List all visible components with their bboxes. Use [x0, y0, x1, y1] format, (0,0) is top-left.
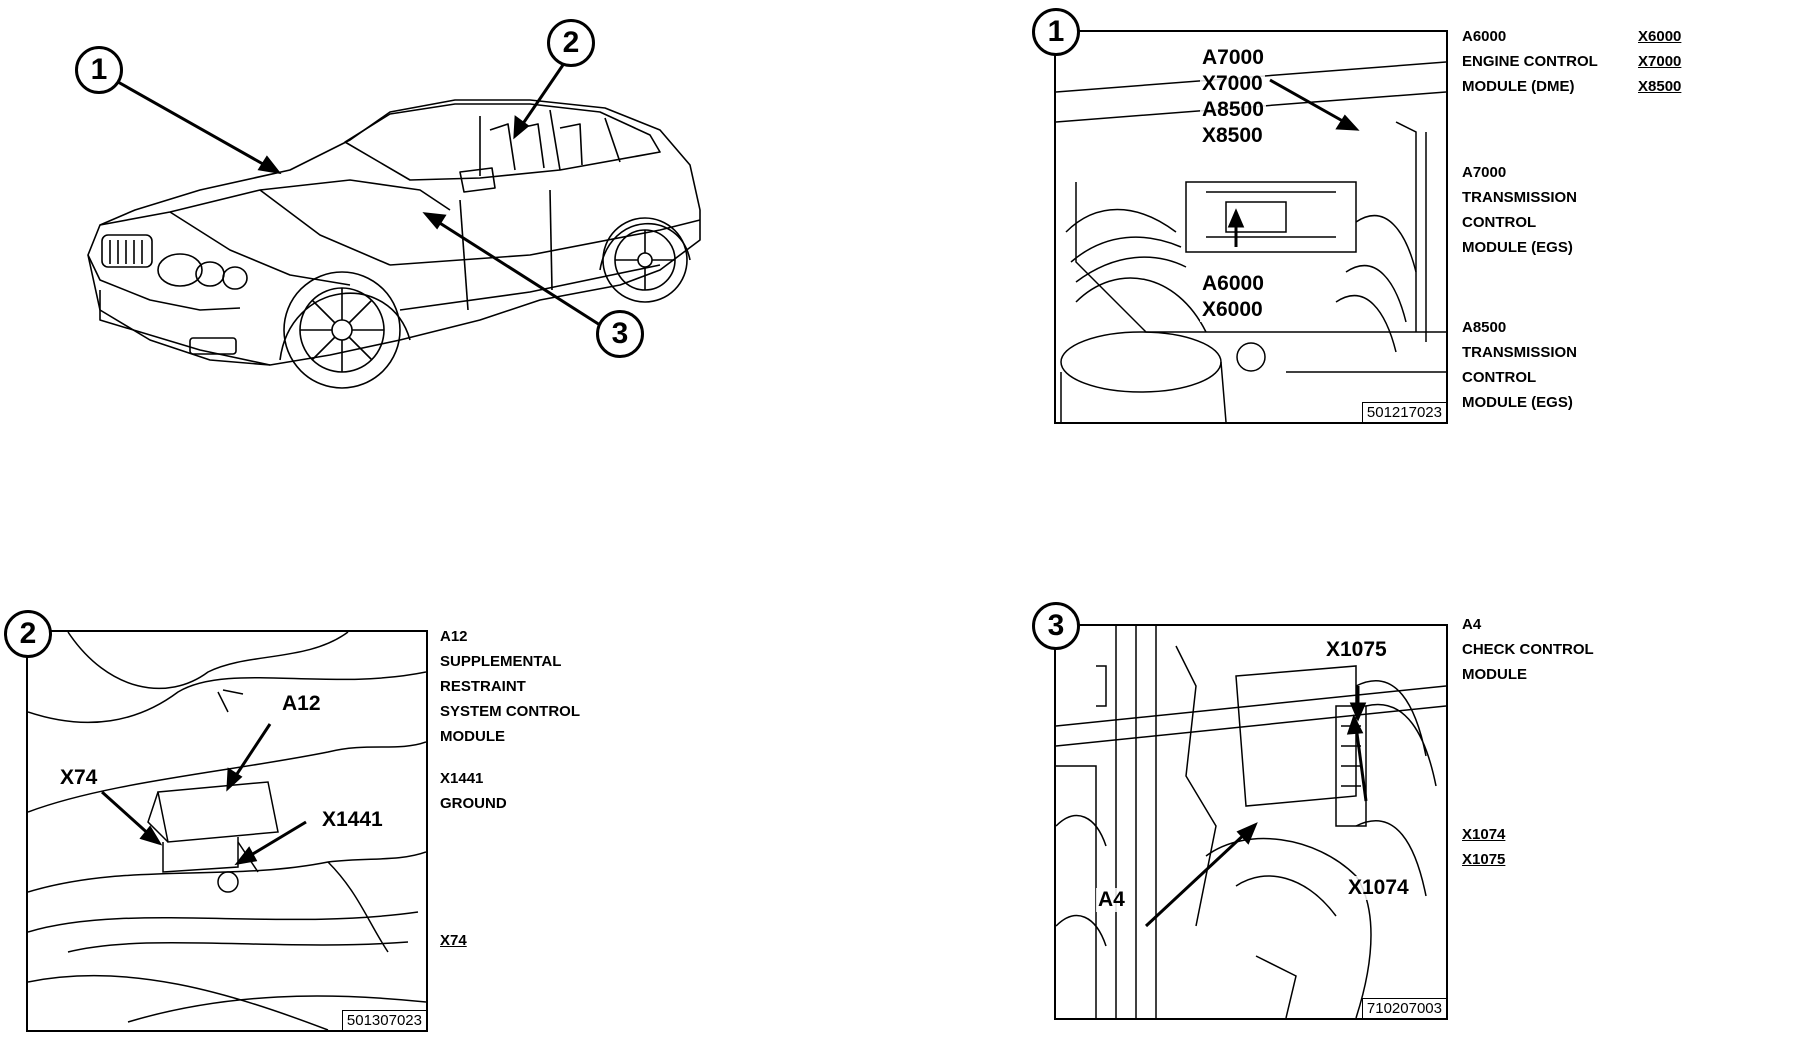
label-a6000: A6000 — [1200, 272, 1266, 296]
panel-1-engine-compartment: A7000 X7000 A8500 X8500 A6000 X6000 5012… — [1054, 30, 1448, 424]
panel-3-check-control-module: X1075 X1074 A4 710207003 — [1054, 624, 1448, 1020]
panel-2-legend-group-1: A12 SUPPLEMENTAL RESTRAINT SYSTEM CONTRO… — [440, 628, 581, 745]
label-a12: A12 — [280, 692, 323, 716]
panel-1-connectors: X6000 X7000 X8500 — [1638, 28, 1682, 95]
panel-1-reference-number: 501217023 — [1361, 402, 1446, 422]
panel-3-reference-number: 710207003 — [1361, 998, 1446, 1018]
panel-1-legend-group-3: A8500 TRANSMISSION CONTROL MODULE (EGS) — [1462, 319, 1578, 411]
car-drawing — [87, 99, 701, 389]
label-a8500: A8500 — [1200, 98, 1266, 122]
overview-callout-3: 3 — [596, 310, 644, 358]
panel-2-illustration — [28, 632, 426, 1030]
label-x1075: X1075 — [1324, 638, 1389, 662]
panel-3-illustration — [1056, 626, 1446, 1018]
panel-3-connectors: X1074 X1075 — [1462, 826, 1506, 868]
overview-leader-lines — [117, 61, 601, 327]
panel-2-srs-module: A12 X74 X1441 501307023 — [26, 630, 428, 1032]
label-a7000: A7000 — [1200, 46, 1266, 70]
label-x1441: X1441 — [320, 808, 385, 832]
car-overview: 1 2 3 — [60, 19, 800, 440]
panel-3-legend-group-1: A4 CHECK CONTROL MODULE — [1462, 616, 1594, 683]
label-x8500: X8500 — [1200, 124, 1265, 148]
panel-2-legend-group-2: X1441 GROUND — [440, 770, 507, 812]
panel-1-legend-group-1: A6000 ENGINE CONTROL MODULE (DME) — [1462, 28, 1598, 95]
panel-1-legend-group-2: A7000 TRANSMISSION CONTROL MODULE (EGS) — [1462, 164, 1578, 256]
panel-2-connectors: X74 — [440, 932, 467, 949]
label-x7000: X7000 — [1200, 72, 1265, 96]
panel-3-callout: 3 — [1032, 602, 1080, 650]
overview-callout-2: 2 — [547, 19, 595, 67]
panel-2-reference-number: 501307023 — [341, 1010, 426, 1030]
label-x6000: X6000 — [1200, 298, 1265, 322]
panel-1-callout: 1 — [1032, 8, 1080, 56]
panel-2-callout: 2 — [4, 610, 52, 658]
label-a4: A4 — [1096, 888, 1127, 912]
overview-callout-1: 1 — [75, 46, 123, 94]
label-x74: X74 — [58, 766, 100, 790]
label-x1074: X1074 — [1346, 876, 1411, 900]
